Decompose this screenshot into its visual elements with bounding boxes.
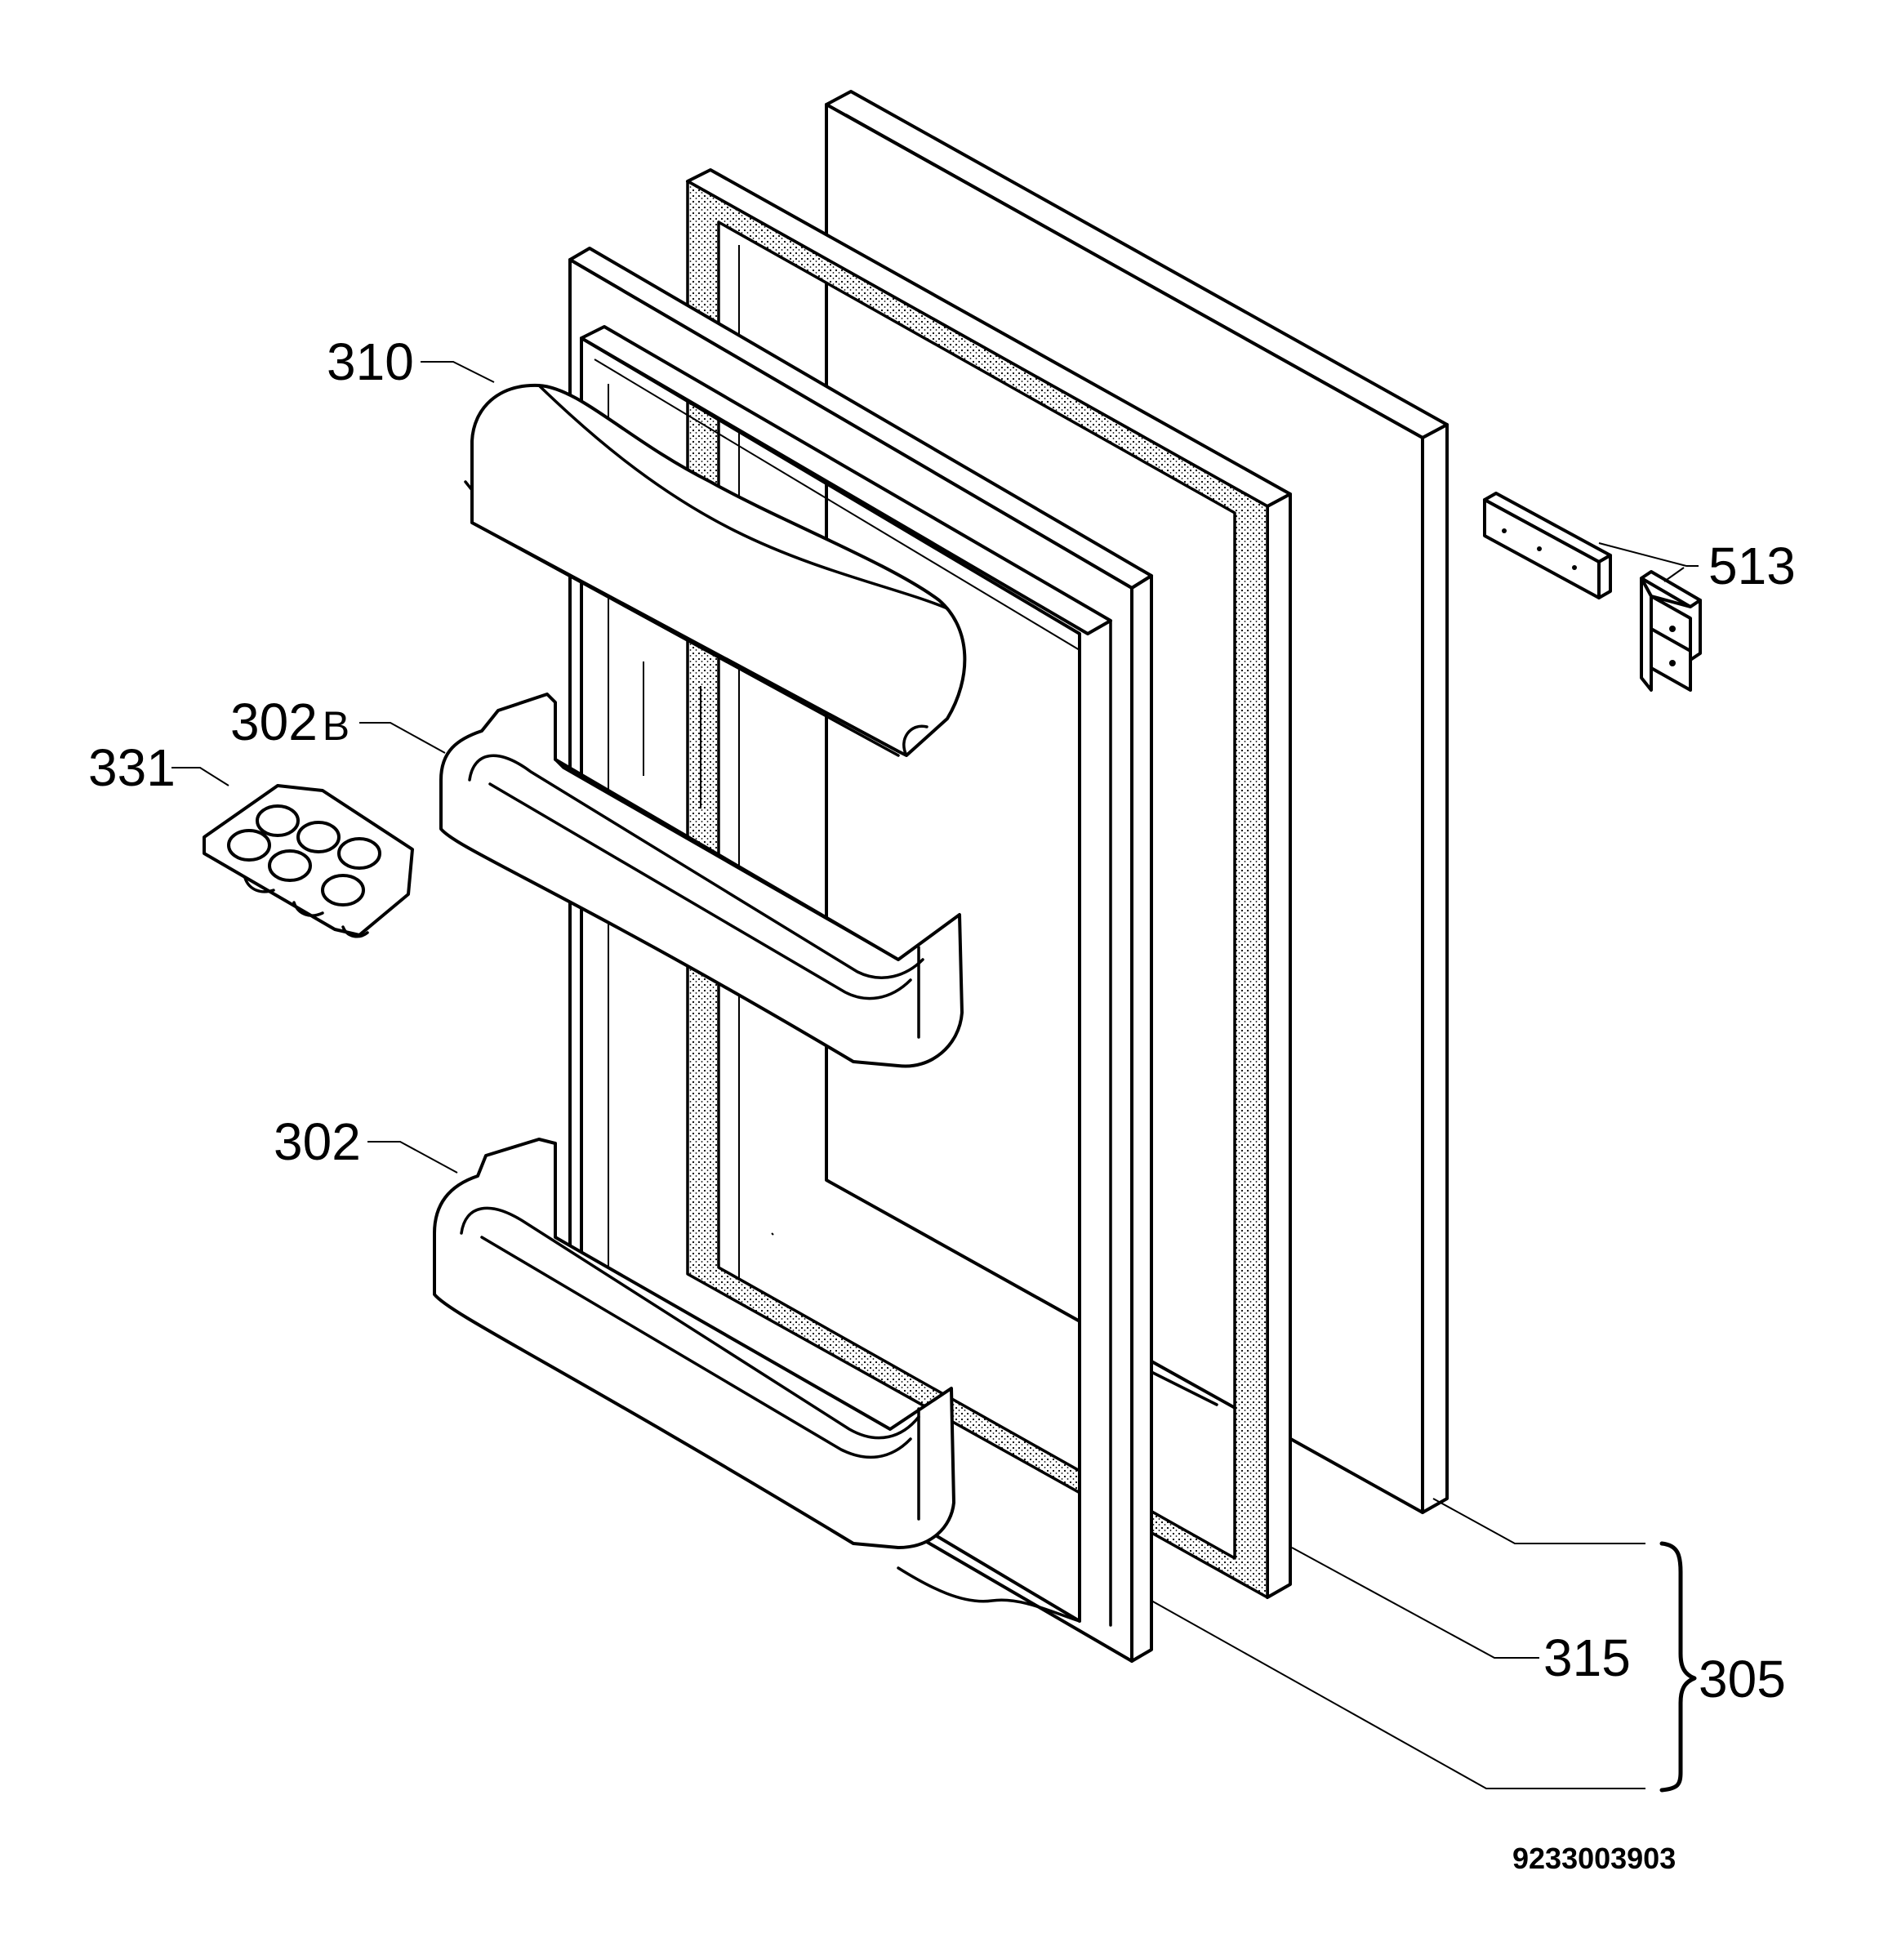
label-302: 302 bbox=[274, 1112, 361, 1171]
label-513: 513 bbox=[1708, 537, 1796, 595]
hinge-513 bbox=[1483, 492, 1702, 692]
label-302b-suffix: B bbox=[323, 703, 350, 749]
leader-liner bbox=[1151, 1600, 1645, 1789]
door-bin-302b bbox=[439, 693, 964, 1068]
label-302b-number: 302 bbox=[230, 693, 318, 751]
egg-tray-331 bbox=[203, 784, 414, 938]
egg-cups bbox=[227, 804, 381, 906]
door-shelf-310 bbox=[464, 383, 967, 757]
brace-305 bbox=[1659, 1541, 1697, 1793]
leader-302b bbox=[359, 722, 446, 754]
leader-outer-panel bbox=[1432, 1498, 1645, 1544]
leader-315 bbox=[1291, 1547, 1539, 1659]
door-bin-302 bbox=[433, 1138, 955, 1549]
label-315: 315 bbox=[1543, 1628, 1631, 1687]
inner-liner bbox=[568, 247, 1218, 1663]
leader-513-c bbox=[1663, 567, 1685, 582]
leader-302 bbox=[367, 1141, 458, 1174]
label-331: 331 bbox=[88, 738, 176, 797]
leader-310 bbox=[421, 361, 495, 383]
label-305: 305 bbox=[1699, 1650, 1786, 1708]
label-310: 310 bbox=[327, 332, 414, 391]
leader-lines bbox=[171, 361, 1699, 1789]
leader-331 bbox=[171, 767, 229, 786]
drawing-code: 9233003903 bbox=[1512, 1842, 1676, 1875]
leader-513-a bbox=[1598, 542, 1687, 567]
